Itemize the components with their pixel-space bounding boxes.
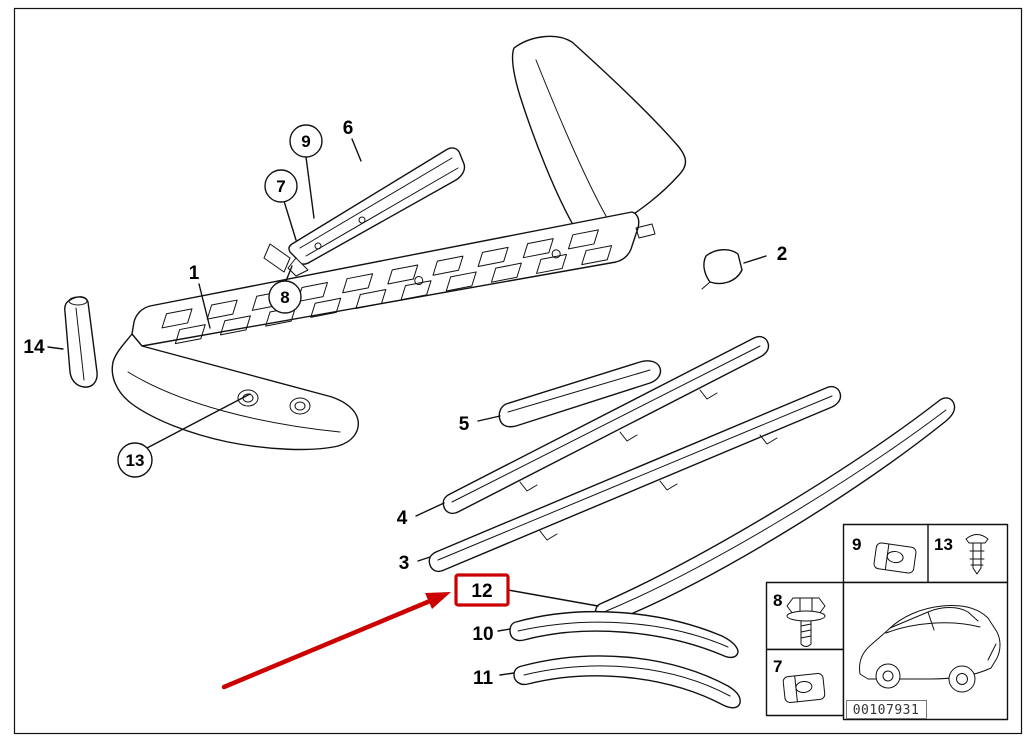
- sheet-metal-clip-icon: [873, 542, 917, 574]
- svg-text:13: 13: [126, 451, 145, 470]
- part-tow-hook-cap: [701, 249, 743, 290]
- svg-text:8: 8: [280, 288, 289, 307]
- hex-bolt-icon: [786, 597, 826, 647]
- highlight-box: [454, 573, 510, 607]
- part-rubber-strip: [64, 296, 98, 388]
- callout-2[interactable]: 2: [777, 244, 788, 265]
- part-trim-strip-5: [498, 360, 662, 428]
- inset-label-7[interactable]: 7: [773, 657, 782, 676]
- diagram-id: 00107931: [853, 703, 920, 718]
- part-trim-strip-11: [513, 655, 741, 709]
- callout-13[interactable]: 13: [117, 442, 153, 478]
- part-bumper-cover: [111, 35, 687, 451]
- callout-7[interactable]: 7: [264, 169, 298, 203]
- callout-5[interactable]: 5: [459, 414, 470, 435]
- svg-text:9: 9: [301, 132, 310, 151]
- expanding-rivet-icon: [965, 534, 989, 575]
- callout-9[interactable]: 9: [289, 124, 323, 158]
- callout-4[interactable]: 4: [397, 508, 408, 529]
- callout-8[interactable]: 8: [268, 280, 302, 314]
- callout-12[interactable]: 12: [471, 581, 492, 602]
- svg-text:7: 7: [276, 177, 285, 196]
- diagram-id-box: [846, 700, 927, 719]
- selection-arrow-head: [425, 592, 451, 609]
- callout-3[interactable]: 3: [399, 553, 410, 574]
- callout-1[interactable]: 1: [189, 263, 200, 284]
- callout-14[interactable]: 14: [23, 337, 45, 358]
- inset-label-13[interactable]: 13: [934, 535, 953, 554]
- callout-11[interactable]: 11: [473, 668, 494, 689]
- leader-lines: [47, 138, 767, 676]
- part-impact-strip-3: [428, 385, 842, 573]
- part-trim-strip-10: [509, 610, 739, 659]
- fastener-inset: 9 13 8 7: [765, 523, 1009, 721]
- parking-sensor-hole: [237, 389, 259, 407]
- callout-10[interactable]: 10: [472, 624, 493, 645]
- callout-6[interactable]: 6: [343, 118, 354, 139]
- page-border: [13, 7, 1023, 735]
- sheet-metal-clip-icon: [782, 672, 826, 704]
- inset-cell-9-13: [842, 523, 1009, 584]
- highlight-annotation: 12: [221, 573, 510, 690]
- inset-label-9[interactable]: 9: [852, 535, 861, 554]
- parking-sensor-hole: [289, 397, 311, 415]
- inset-label-8[interactable]: 8: [773, 591, 782, 610]
- car-thumbnail: [859, 605, 1001, 693]
- selection-arrow: [221, 598, 433, 690]
- part-support-bracket: [263, 147, 466, 277]
